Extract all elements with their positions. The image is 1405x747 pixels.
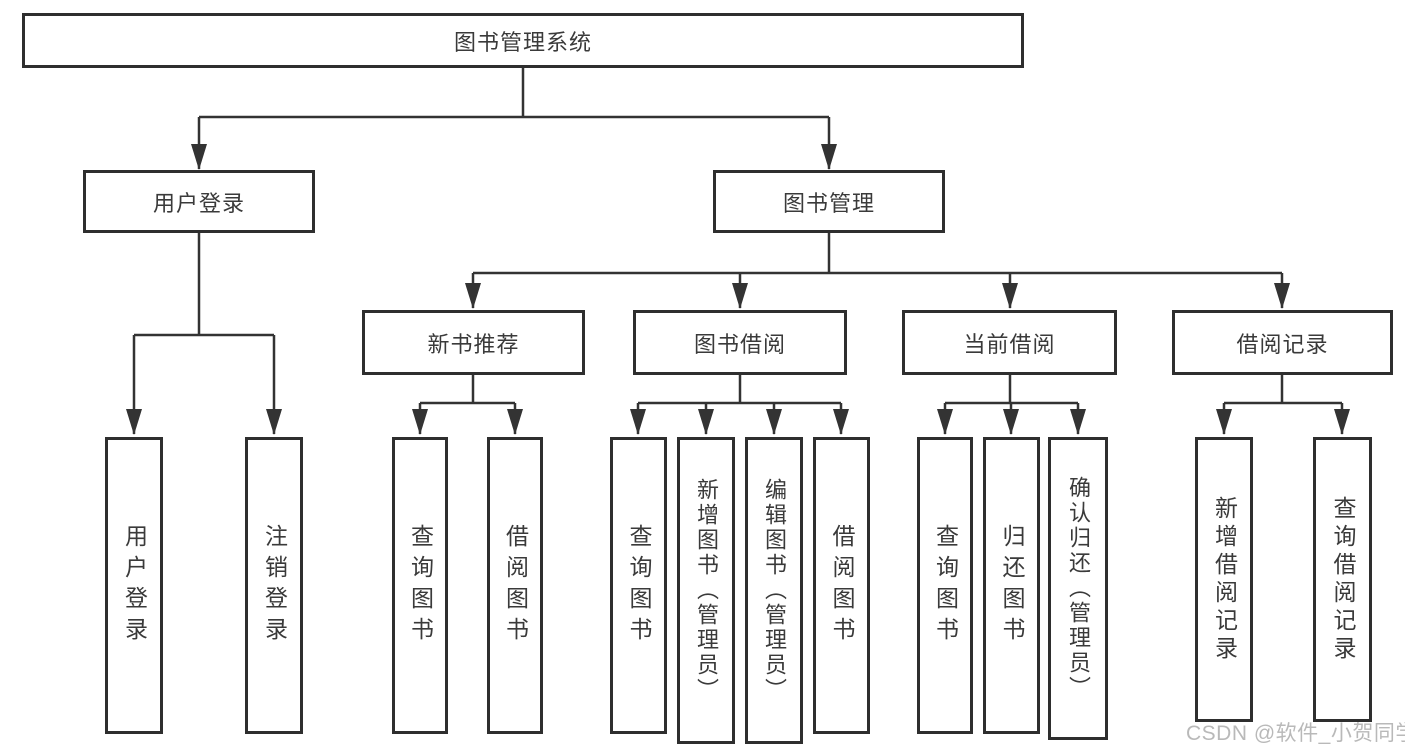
leaf-query-books-1: 查询图书 [392,437,448,734]
leaf-label: 用户登录 [121,523,148,648]
leaf-label: 查询图书 [932,523,959,648]
node-label: 用户登录 [152,190,245,216]
node-root: 图书管理系统 [22,13,1024,68]
node-label: 新书推荐 [427,331,520,357]
leaf-label: 确认归还（管理员） [1066,476,1091,701]
leaf-return-book: 归还图书 [983,437,1040,734]
leaf-label: 查询图书 [407,523,434,648]
node-new-book-recommend: 新书推荐 [362,310,585,375]
leaf-query-borrow-record: 查询借阅记录 [1313,437,1372,722]
leaf-user-login: 用户登录 [105,437,163,734]
leaf-label: 查询借阅记录 [1330,495,1356,664]
leaf-query-books-3: 查询图书 [917,437,973,734]
leaf-add-borrow-record: 新增借阅记录 [1195,437,1253,722]
leaf-label: 编辑图书（管理员） [762,478,787,703]
node-label: 当前借阅 [963,331,1056,357]
node-root-label: 图书管理系统 [453,29,592,55]
watermark: CSDN @软件_小贺同学 [1186,722,1405,745]
leaf-label: 新增借阅记录 [1211,495,1238,664]
leaf-query-books-2: 查询图书 [610,437,667,734]
leaf-borrow-books-1: 借阅图书 [487,437,543,734]
node-book-borrow: 图书借阅 [633,310,847,375]
node-book-management: 图书管理 [713,170,945,233]
leaf-borrow-books-2: 借阅图书 [813,437,870,734]
node-label: 图书管理 [782,190,875,216]
leaf-logout: 注销登录 [245,437,303,734]
leaf-label: 新增图书（管理员） [694,478,719,703]
leaf-edit-book-admin: 编辑图书（管理员） [745,437,803,744]
leaf-label: 归还图书 [999,523,1025,648]
leaf-confirm-return-admin: 确认归还（管理员） [1048,437,1108,740]
node-user-login: 用户登录 [83,170,315,233]
leaf-add-book-admin: 新增图书（管理员） [677,437,735,744]
leaf-label: 注销登录 [261,523,288,648]
node-label: 借阅记录 [1236,331,1329,357]
leaf-label: 借阅图书 [502,523,529,648]
node-current-borrow: 当前借阅 [902,310,1117,375]
node-borrow-records: 借阅记录 [1172,310,1393,375]
leaf-label: 借阅图书 [829,523,855,648]
node-label: 图书借阅 [693,331,786,357]
leaf-label: 查询图书 [626,523,652,648]
